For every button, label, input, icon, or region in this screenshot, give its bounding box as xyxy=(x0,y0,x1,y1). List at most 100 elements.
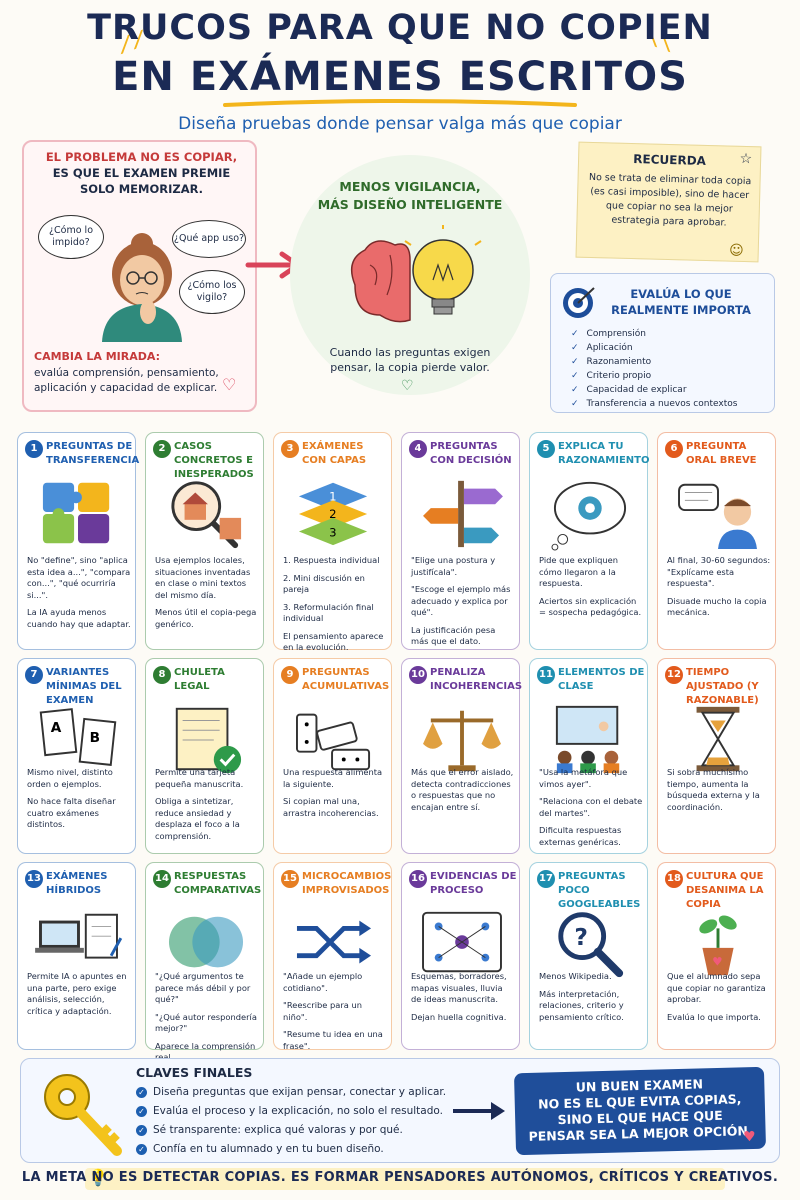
recuerda-text: No se trata de eliminar toda copia (es c… xyxy=(588,171,752,229)
evalua-item-label: Aplicación xyxy=(586,343,633,353)
mindmap-notebook-icon xyxy=(422,911,502,973)
key-icon xyxy=(44,1074,122,1156)
center-caption: Cuando las preguntas exigen pensar, la c… xyxy=(329,346,491,374)
tip-body-line: "Elige una postura y justifícala". xyxy=(411,555,496,577)
tip-body-line: Menos útil el copia-pega genérico. xyxy=(155,607,257,629)
layers-icon: 123 xyxy=(298,482,368,546)
tip-body-line: 3. Reformulación final individual xyxy=(283,601,374,624)
tip-body-line: "¿Qué argumentos te parece más débil y p… xyxy=(155,971,251,1004)
evalua-item: ✓Comprensión xyxy=(571,329,646,339)
tip-number: 14 xyxy=(153,870,171,888)
title-line-1: TRUCOS PARA QUE NO COPIEN xyxy=(87,8,713,48)
tip-body-line: Evalúa lo que importa. xyxy=(667,1011,761,1022)
tip-number: 7 xyxy=(25,666,43,684)
svg-text:?: ? xyxy=(574,923,588,951)
tip-body: Si sobra muchísimo tiempo, aumenta la bú… xyxy=(667,767,771,819)
tip-title: EVIDENCIAS DE PROCESO xyxy=(430,871,517,896)
tip-number: 6 xyxy=(665,440,683,458)
claves-item-label: Diseña preguntas que exijan pensar, cone… xyxy=(153,1086,447,1098)
tip-body: Una respuesta alimenta la siguiente. Si c… xyxy=(283,767,387,825)
title-line-2: EN EXÁMENES ESCRITOS xyxy=(112,54,688,100)
smiley-icon: ☺ xyxy=(728,242,744,259)
worried-teacher-icon xyxy=(102,233,182,342)
evalua-title: EVALÚA LO QUE REALMENTE IMPORTA xyxy=(591,286,771,318)
recuerda-note: RECUERDA No se trata de eliminar toda co… xyxy=(575,141,762,263)
puzzle-icon xyxy=(42,482,110,544)
laptop-paper-icon xyxy=(35,913,123,959)
tip-number: 9 xyxy=(281,666,299,684)
cambia-title: CAMBIA LA MIRADA: xyxy=(34,350,160,363)
tip-number: 3 xyxy=(281,440,299,458)
tip-body-line: Aparece la comprensión real. xyxy=(155,1040,256,1063)
tip-title: CHULETA LEGAL xyxy=(174,667,225,692)
tip-body: Usa ejemplos locales, situaciones invent… xyxy=(155,555,259,636)
problem-line-1: EL PROBLEMA NO ES COPIAR, xyxy=(45,150,238,164)
problem-line-2: ES QUE EL EXAMEN PREMIE xyxy=(52,166,231,180)
thought-gear-icon xyxy=(551,481,627,551)
tip-body: Menos Wikipedia.Más interpretación, rela… xyxy=(539,971,643,1029)
evalua-item-label: Criterio propio xyxy=(586,371,652,381)
brain-bulb-icon xyxy=(350,225,482,323)
tip-body-line: "Reescribe para un niño". xyxy=(283,1000,363,1022)
tip-body-line: Una respuesta alimenta la siguiente. xyxy=(283,767,383,789)
evalua-item: ✓Criterio propio xyxy=(571,371,652,381)
venn-icon xyxy=(168,916,244,968)
footer-band xyxy=(85,1168,725,1190)
claves-item-label: Sé transparente: explica qué valoras y p… xyxy=(153,1124,403,1136)
tip-body-line: Permite IA o apuntes en una parte, pero … xyxy=(27,971,127,1016)
tip-number: 18 xyxy=(665,870,683,888)
tip-title: ELEMENTOS DE CLASE xyxy=(558,667,645,692)
tip-title: VARIANTES MÍNIMAS DEL EXAMEN xyxy=(46,667,122,706)
tip-number: 11 xyxy=(537,666,555,684)
svg-text:♥: ♥ xyxy=(712,954,722,968)
dominoes-icon xyxy=(296,713,371,771)
tip-number: 5 xyxy=(537,440,555,458)
speaking-student-icon xyxy=(678,483,757,550)
tip-body: Esquemas, borradores, mapas visuales, ll… xyxy=(411,971,515,1029)
tip-body-line: Dificulta respuestas externas genéricas. xyxy=(539,825,622,847)
heart-icon: ♥ xyxy=(742,1128,756,1146)
tip-body-line: Obliga a sintetizar, reduce ansiedad y d… xyxy=(155,796,240,841)
star-icon: ☆ xyxy=(739,150,753,168)
conclusion-box: UN BUEN EXAMEN NO ES EL QUE EVITA COPIAS… xyxy=(513,1066,767,1156)
claves-title: CLAVES FINALES xyxy=(136,1065,253,1080)
tip-body-line: Si copian mal una, arrastra incoherencia… xyxy=(283,796,379,818)
magnifier-town-icon xyxy=(171,481,242,549)
tip-body-line: "¿Qué autor respondería mejor?" xyxy=(155,1011,257,1034)
evalua-title-line-1: EVALÚA LO QUE xyxy=(630,287,732,301)
evalua-item-label: Transferencia a nuevos contextos xyxy=(586,399,738,409)
tip-body-line: Más que el error aislado, detecta contra… xyxy=(411,767,514,812)
tip-number: 4 xyxy=(409,440,427,458)
tip-body: Al final, 30-60 segundos: "Explícame est… xyxy=(667,555,771,625)
conclusion-text: UN BUEN EXAMEN NO ES EL QUE EVITA COPIAS… xyxy=(514,1075,766,1146)
tip-body: Más que el error aislado, detecta contra… xyxy=(411,767,515,819)
tip-body-line: La IA ayuda menos cuando hay que adaptar… xyxy=(27,607,131,629)
tip-number: 17 xyxy=(537,870,555,888)
tip-title: CASOS CONCRETOS E INESPERADOS xyxy=(174,441,254,480)
tip-body: Mismo nivel, distinto orden o ejemplos.N… xyxy=(27,767,131,837)
claves-item-label: Confía en tu alumnado y en tu buen diseñ… xyxy=(153,1143,384,1155)
tip-body-line: Esquemas, borradores, mapas visuales, ll… xyxy=(411,971,507,1004)
evalua-title-line-2: REALMENTE IMPORTA xyxy=(611,303,751,317)
tip-body-line: Pide que expliquen cómo llegaron a la re… xyxy=(539,555,619,588)
tip-body-line: "Usa la metáfora que vimos ayer". xyxy=(539,767,628,789)
recuerda-title: RECUERDA xyxy=(633,152,707,168)
tip-body-line: El pensamiento aparece en la evolución. xyxy=(283,630,384,653)
target-icon xyxy=(563,287,595,318)
hourglass-icon xyxy=(696,706,740,772)
tip-body: Permite una tarjeta pequeña manuscrita.O… xyxy=(155,767,259,848)
ab-papers-icon: AB xyxy=(39,708,117,766)
tip-title: EXPLICA TU RAZONAMIENTO xyxy=(558,441,650,466)
check-icon: ✓ xyxy=(136,1144,147,1155)
problem-line-3: SOLO MEMORIZAR. xyxy=(79,182,204,196)
title-underline xyxy=(223,99,577,107)
svg-text:3: 3 xyxy=(329,525,336,539)
lightbulb-icon: 💡 xyxy=(88,1168,108,1187)
tip-body: Permite IA o apuntes en una parte, pero … xyxy=(27,971,131,1023)
